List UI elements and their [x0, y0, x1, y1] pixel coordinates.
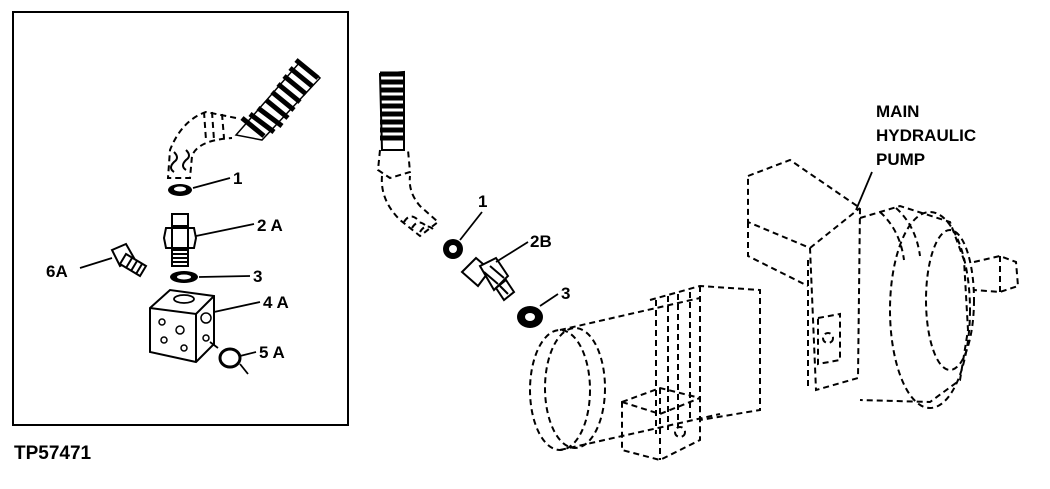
inset-seal-5a: 5 A — [209, 341, 285, 375]
figure-id: TP57471 — [14, 443, 92, 464]
main-label-3: 3 — [561, 284, 570, 303]
inset-label-5a: 5 A — [259, 343, 285, 362]
inset-label-4a: 4 A — [263, 293, 289, 312]
inset-label-3: 3 — [253, 267, 262, 286]
main-label-1: 1 — [478, 192, 487, 211]
inset-fitting-2a: 2 A — [162, 213, 283, 267]
inset-label-6a: 6A — [46, 262, 68, 281]
inset-label-2a: 2 A — [257, 216, 283, 235]
pump-label-line2: HYDRAULIC — [876, 126, 976, 145]
main-label-2b: 2B — [530, 232, 552, 251]
inset-seal-1: 1 — [168, 169, 242, 196]
inset-screw-6a: 6A — [46, 242, 148, 281]
main-fitting-2b: 2B — [460, 232, 552, 302]
main-seal-3: 3 — [517, 284, 570, 328]
inset-label-1: 1 — [233, 169, 242, 188]
pump-label-line1: MAIN — [876, 102, 919, 121]
inset-hose — [166, 58, 322, 179]
main-seal-1: 1 — [443, 192, 487, 259]
pump-label-line3: PUMP — [876, 150, 925, 169]
inset-panel: 1 2 A 3 6A — [12, 11, 349, 426]
main-hose — [376, 70, 440, 238]
inset-block-4a: 4 A — [149, 288, 289, 364]
inset-border — [12, 11, 349, 426]
inset-seal-3: 3 — [170, 267, 262, 286]
main-hydraulic-pump — [529, 158, 1020, 462]
